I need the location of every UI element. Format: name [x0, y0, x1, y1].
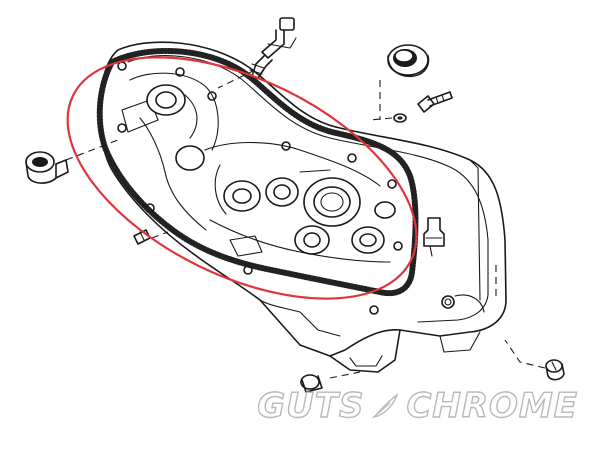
- drain-plug: [25, 151, 69, 184]
- oil-seal: [387, 44, 430, 78]
- boss-main: [303, 177, 361, 227]
- side-fitting: [423, 217, 445, 257]
- boss-right: [351, 226, 385, 254]
- leader-lines: [65, 69, 546, 379]
- washer: [393, 113, 407, 123]
- boss-cam-1: [223, 180, 261, 212]
- inner-casting: [121, 72, 391, 263]
- boss-cam-2: [265, 177, 299, 207]
- bottom-bolt: [545, 359, 565, 381]
- angled-fitting: [249, 17, 297, 79]
- gasket-band: [96, 47, 419, 297]
- watermark-word-left: GUTS: [257, 385, 365, 426]
- boss-right-upper: [374, 201, 396, 219]
- cover-outer-body: [98, 41, 507, 373]
- bottom-plug: [300, 374, 323, 393]
- feather-icon: [372, 393, 399, 419]
- brand-watermark: GUTS CHROME: [257, 385, 578, 426]
- flange-bolt-holes: [117, 61, 455, 315]
- bearing-bosses: [146, 84, 396, 255]
- watermark-word-right: CHROME: [406, 385, 578, 426]
- boss-upper-left: [146, 84, 186, 116]
- boss-lower: [294, 225, 330, 255]
- cover-bolt: [417, 91, 453, 113]
- highlight-ellipse: [66, 56, 418, 300]
- boss-center-left: [175, 145, 205, 171]
